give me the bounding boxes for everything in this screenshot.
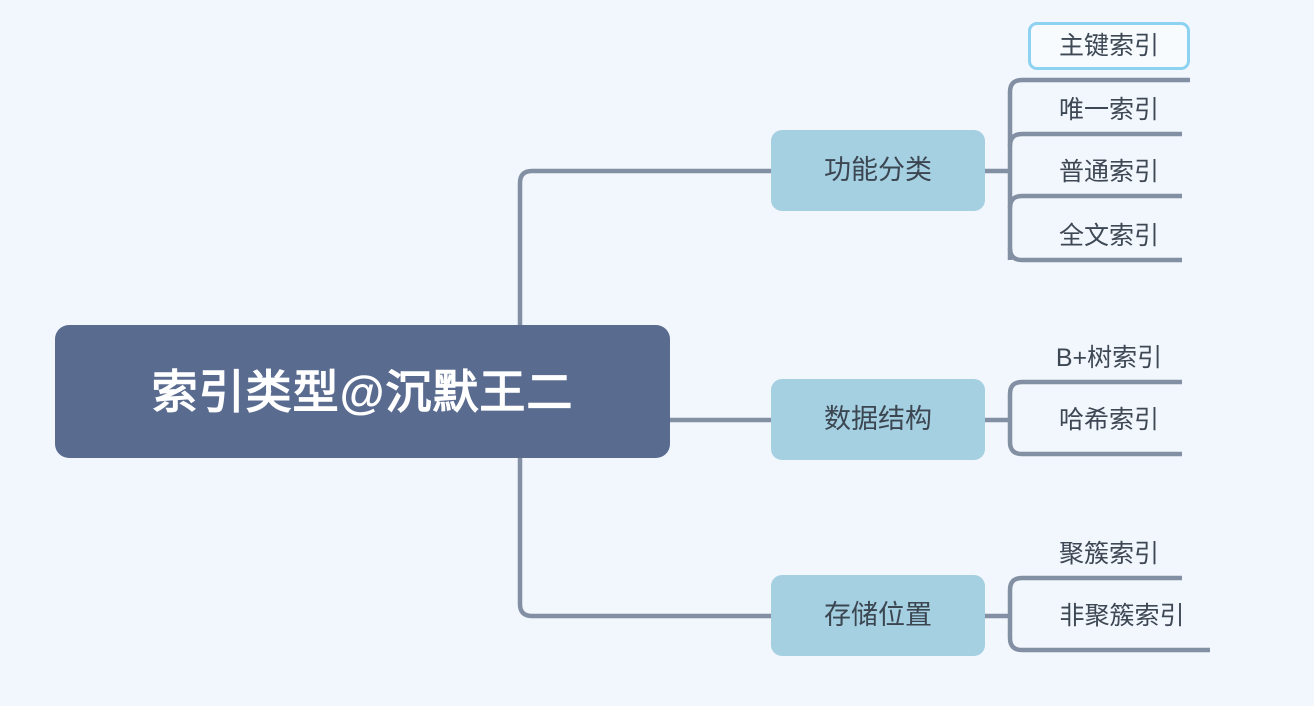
leaf-0-2-underline: [1007, 193, 1182, 209]
leaf-node-btree-index[interactable]: B+树索引: [1030, 334, 1188, 382]
leaf-node-label: 主键索引: [1058, 31, 1159, 60]
branch-node-label: 数据结构: [824, 404, 932, 434]
leaf-node-nonclustered-index[interactable]: 非聚簇索引: [1030, 592, 1214, 640]
leaf-node-clustered-index[interactable]: 聚簇索引: [1030, 530, 1188, 578]
leaf-node-label: B+树索引: [1055, 343, 1163, 372]
leaf-1-0-underline: [1007, 379, 1182, 395]
branch-node-storage-location[interactable]: 存储位置: [771, 575, 985, 656]
leaf-node-primary-key-index[interactable]: 主键索引: [1028, 22, 1190, 70]
leaf-node-label: 非聚簇索引: [1059, 601, 1185, 630]
leaf-0-1-underline: [1007, 131, 1182, 147]
leaf-node-label: 普通索引: [1058, 157, 1159, 186]
leaf-2-0-underline: [1007, 575, 1182, 591]
branch-node-functional-category[interactable]: 功能分类: [771, 130, 985, 211]
leaf-node-label: 哈希索引: [1058, 405, 1159, 434]
leaf-node-normal-index[interactable]: 普通索引: [1030, 148, 1188, 196]
branch-node-data-structure[interactable]: 数据结构: [771, 379, 985, 460]
branch-node-label: 功能分类: [824, 155, 932, 185]
root-node-label: 索引类型@沉默王二: [151, 365, 574, 418]
leaf-node-label: 唯一索引: [1058, 95, 1159, 124]
leaf-node-unique-index[interactable]: 唯一索引: [1030, 86, 1188, 134]
branch-node-label: 存储位置: [824, 600, 932, 630]
leaf-node-label: 聚簇索引: [1058, 539, 1159, 568]
root-node[interactable]: 索引类型@沉默王二: [55, 325, 670, 458]
leaf-node-label: 全文索引: [1058, 221, 1159, 250]
leaf-node-hash-index[interactable]: 哈希索引: [1030, 396, 1188, 444]
leaf-node-fulltext-index[interactable]: 全文索引: [1030, 212, 1188, 260]
